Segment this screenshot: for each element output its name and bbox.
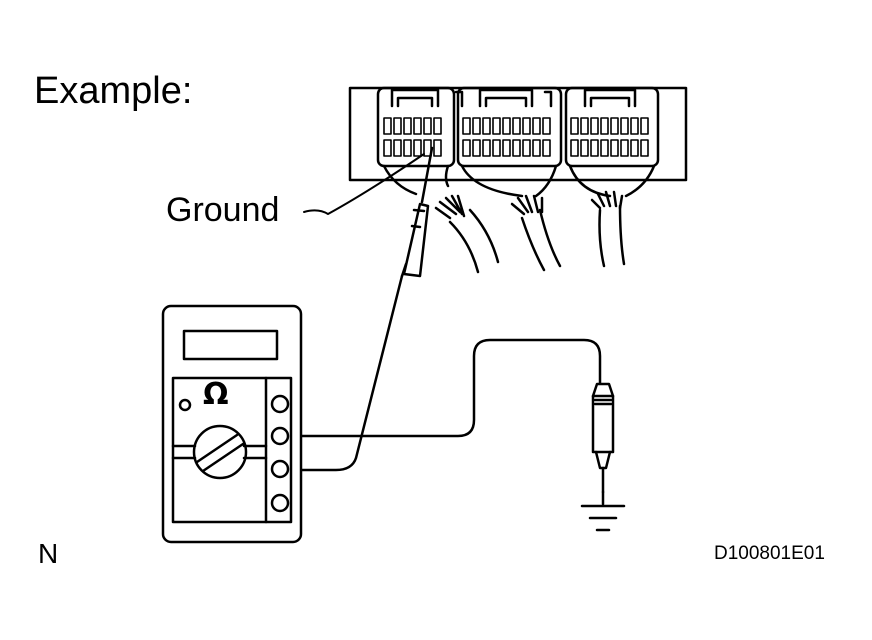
connector-pin bbox=[590, 117, 599, 135]
connector-pin bbox=[600, 139, 609, 157]
connector-pin bbox=[590, 139, 599, 157]
wire-bundle-3 bbox=[590, 190, 626, 268]
ecu-connector-icon bbox=[348, 86, 688, 198]
ground-label: Ground bbox=[166, 191, 280, 229]
connector-pin bbox=[630, 139, 639, 157]
connector-pin bbox=[502, 139, 511, 157]
connector-pin bbox=[472, 139, 481, 157]
connector-pin bbox=[640, 139, 649, 157]
connector-pin bbox=[403, 117, 412, 135]
connector-pin bbox=[433, 139, 442, 157]
connector-pin bbox=[413, 117, 422, 135]
wire-bundle-2 bbox=[510, 194, 562, 272]
connector-pin bbox=[620, 117, 629, 135]
ground-probe-icon bbox=[591, 382, 615, 494]
connector-pin bbox=[570, 117, 579, 135]
connector-pin bbox=[522, 139, 531, 157]
connector-pin bbox=[462, 139, 471, 157]
connector-pin bbox=[542, 117, 551, 135]
ground-symbol-icon bbox=[580, 490, 626, 532]
connector-pin bbox=[512, 139, 521, 157]
connector-pin bbox=[600, 117, 609, 135]
figure-title: Example: bbox=[34, 70, 193, 112]
connector-pin bbox=[492, 117, 501, 135]
connector-pin bbox=[640, 117, 649, 135]
connector-pin bbox=[482, 117, 491, 135]
ohm-symbol: Ω bbox=[203, 377, 229, 412]
connector-pin bbox=[492, 139, 501, 157]
connector-pin bbox=[413, 139, 422, 157]
connector-pin bbox=[542, 139, 551, 157]
connector-pin bbox=[532, 139, 541, 157]
connector-pin bbox=[610, 139, 619, 157]
connector-pin bbox=[403, 139, 412, 157]
connector-pin bbox=[580, 117, 589, 135]
test-probe-icon bbox=[294, 146, 434, 472]
connector-pin bbox=[502, 117, 511, 135]
connector-pin bbox=[393, 117, 402, 135]
connector-pin bbox=[472, 117, 481, 135]
figure-code: D100801E01 bbox=[714, 543, 825, 564]
meter-lead-ground bbox=[290, 338, 602, 438]
ground-leader-line bbox=[303, 153, 425, 215]
connector-pin bbox=[482, 139, 491, 157]
connector-pin bbox=[433, 117, 442, 135]
connector-pin bbox=[462, 117, 471, 135]
multimeter-icon bbox=[161, 304, 303, 544]
connector-pin bbox=[393, 139, 402, 157]
connector-pin bbox=[630, 117, 639, 135]
connector-pin bbox=[580, 139, 589, 157]
connector-pin bbox=[383, 117, 392, 135]
connector-pin bbox=[620, 139, 629, 157]
connector-pin bbox=[522, 117, 531, 135]
connector-pin bbox=[570, 139, 579, 157]
connector-pin bbox=[512, 117, 521, 135]
orientation-mark: N bbox=[38, 538, 59, 569]
wire-bundle-1 bbox=[434, 194, 500, 274]
connector-pin bbox=[383, 139, 392, 157]
connector-pin bbox=[423, 117, 432, 135]
connector-pin bbox=[610, 117, 619, 135]
connector-pin bbox=[532, 117, 541, 135]
